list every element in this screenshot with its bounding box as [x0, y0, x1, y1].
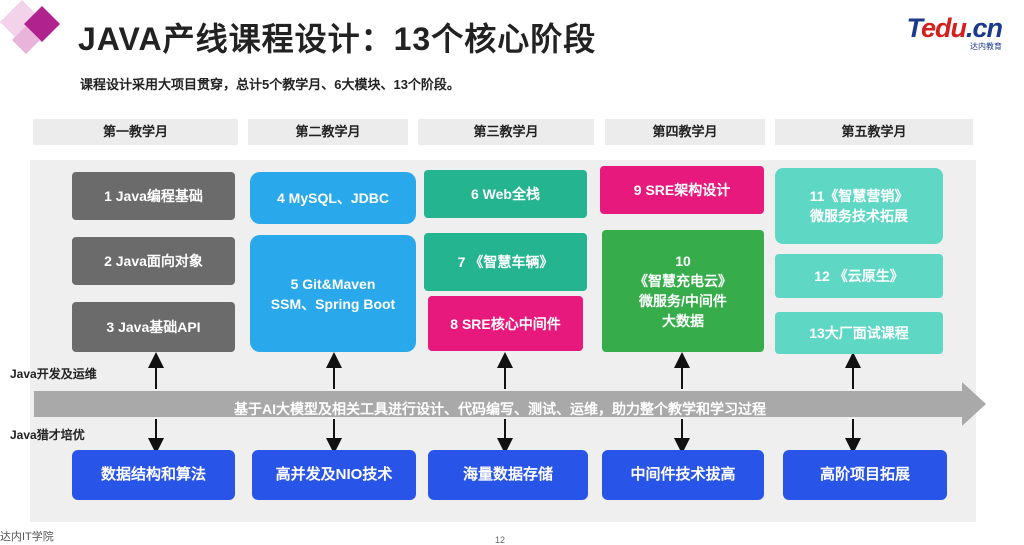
ai-band-text: 基于AI大模型及相关工具进行设计、代码编写、测试、运维，助力整个教学和学习过程 — [234, 401, 766, 417]
month-header-4: 第四教学月 — [605, 119, 765, 145]
month-header-5: 第五教学月 — [775, 119, 973, 145]
stage-1: 1 Java编程基础 — [72, 172, 235, 220]
stage-3: 3 Java基础API — [72, 302, 235, 352]
advanced-module-5: 高阶项目拓展 — [783, 450, 947, 500]
stage-12: 12 《云原生》 — [775, 254, 943, 298]
advanced-module-2: 高并发及NIO技术 — [252, 450, 416, 500]
page-number: 12 — [495, 535, 506, 545]
advanced-module-4: 中间件技术拔高 — [602, 450, 764, 500]
stage-8: 8 SRE核心中间件 — [428, 296, 583, 351]
stage-10-line-2: 《智慧充电云》 — [634, 273, 732, 289]
stage-10-line-4: 大数据 — [662, 313, 704, 329]
stage-7: 7 《智慧车辆》 — [424, 233, 587, 291]
ai-band-arrow — [34, 382, 986, 426]
stage-10: 10 《智慧充电云》 微服务/中间件 大数据 — [602, 230, 764, 352]
advanced-module-3: 海量数据存储 — [428, 450, 588, 500]
page-title: JAVA产线课程设计：13个核心阶段 — [78, 21, 597, 57]
footer-brand: 达内IT学院 — [0, 531, 54, 543]
month-header-3: 第三教学月 — [418, 119, 594, 145]
brand-logo: Tedu.cn 达内教育 — [906, 13, 1003, 51]
corner-decoration — [0, 0, 60, 54]
page-subtitle: 课程设计采用大项目贯穿，总计5个教学月、6大模块、13个阶段。 — [80, 77, 460, 92]
stage-5-line-1: 5 Git&Maven — [290, 275, 376, 292]
stage-6: 6 Web全栈 — [424, 170, 587, 218]
stage-5: 5 Git&Maven SSM、Spring Boot — [250, 235, 416, 352]
track-label-lower: Java猎才培优 — [10, 428, 85, 442]
stage-5-line-2: SSM、Spring Boot — [270, 295, 396, 312]
stage-4: 4 MySQL、JDBC — [250, 172, 416, 224]
stage-11: 11《智慧营销》 微服务技术拓展 — [775, 168, 943, 244]
month-header-2: 第二教学月 — [248, 119, 408, 145]
stage-11-line-1: 11《智慧营销》 — [809, 188, 909, 204]
track-label-upper: Java开发及运维 — [10, 367, 97, 381]
advanced-module-1: 数据结构和算法 — [72, 450, 235, 500]
stage-13: 13大厂面试课程 — [775, 312, 943, 354]
month-header-1: 第一教学月 — [33, 119, 238, 145]
stage-2: 2 Java面向对象 — [72, 237, 235, 285]
stage-11-line-2: 微服务技术拓展 — [810, 208, 908, 224]
stage-9: 9 SRE架构设计 — [600, 166, 764, 214]
stage-10-line-1: 10 — [675, 253, 691, 269]
stage-10-line-3: 微服务/中间件 — [639, 293, 727, 309]
